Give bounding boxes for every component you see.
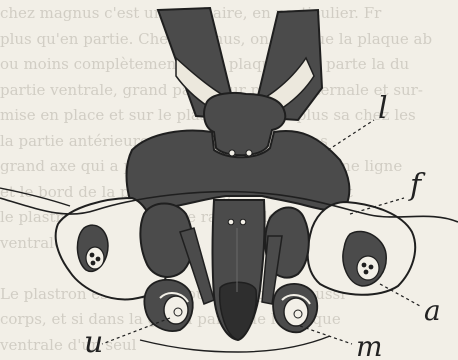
label-m: m [356,330,383,360]
leader-line-l [328,120,374,150]
label-a: a [424,294,441,327]
leader-line-a [380,284,420,306]
median-pore [228,219,234,225]
label-f: f [408,168,426,203]
right-stigma [343,231,386,286]
left-leg-socket [144,280,192,331]
knob-pore [246,150,252,156]
body-margin-line [0,188,70,206]
median-pore [240,219,246,225]
right-leg-socket [273,284,317,332]
label-u: u [84,325,103,360]
leader-line-m [300,326,352,344]
label-l: l [378,91,388,126]
knob-pore [229,150,235,156]
